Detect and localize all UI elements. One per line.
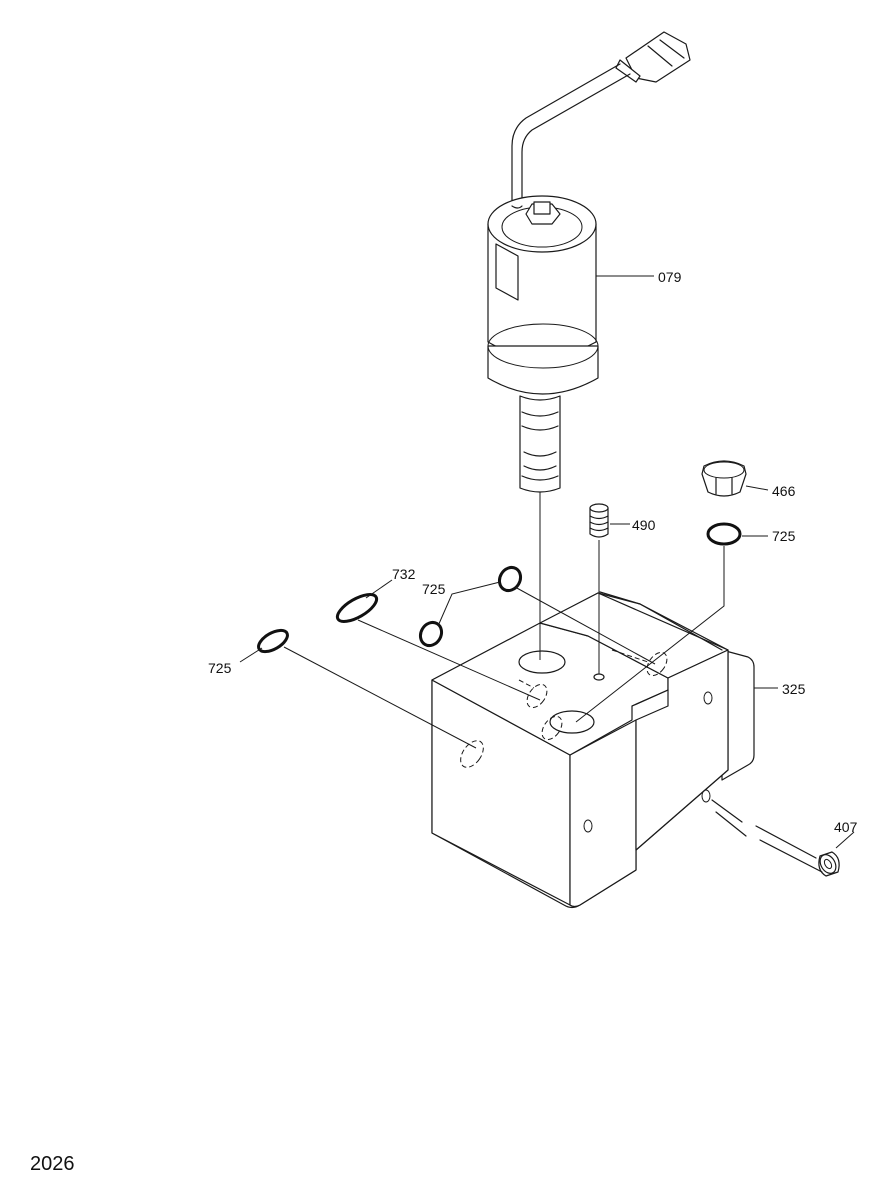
callout-732: 732: [392, 566, 416, 582]
callout-466: 466: [772, 483, 796, 499]
callout-407: 407: [834, 819, 858, 835]
o-ring-upper: [497, 565, 523, 593]
page-number: 2026: [30, 1153, 75, 1175]
o-ring-lower: [418, 620, 444, 648]
leader-407: [835, 831, 855, 849]
callout-079: 079: [658, 269, 682, 285]
solenoid-valve: [487, 31, 691, 660]
oval-seal: [335, 593, 379, 623]
callout-725-upper: 725: [422, 581, 446, 597]
leader-725-upper: [437, 581, 501, 627]
valve-block: [431, 591, 755, 909]
leader-466: [745, 485, 769, 491]
callout-325: 325: [782, 681, 806, 697]
socket-bolt: [711, 799, 840, 877]
plug: [701, 460, 747, 497]
leader-732: [365, 579, 393, 599]
leader-725-left: [239, 647, 263, 663]
orifice: [589, 503, 609, 674]
o-ring-right: [706, 522, 742, 546]
o-ring-left: [257, 628, 289, 654]
callout-490: 490: [632, 517, 656, 533]
callout-725-right: 725: [772, 528, 796, 544]
callout-725-left: 725: [208, 660, 232, 676]
connector-plug: [615, 31, 691, 83]
